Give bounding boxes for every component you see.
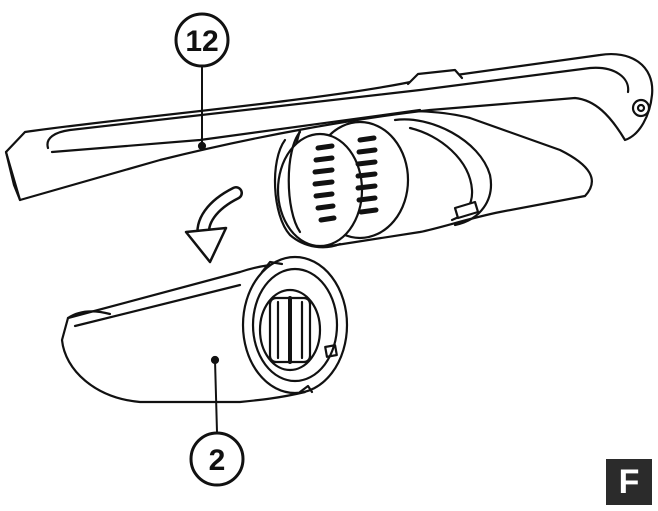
leader-lines: [201, 65, 218, 433]
vent-slots-left: [312, 143, 337, 223]
vent-slots-right: [355, 135, 379, 215]
leader-dot-bowl: [210, 355, 220, 365]
callout-circle-2: [189, 431, 245, 487]
handle: [4, 52, 654, 202]
callout-circle-12: [174, 12, 230, 68]
filter-insert: [258, 288, 322, 372]
leader-dot-handle: [197, 141, 207, 151]
callout-number-dust-bowl: 2: [209, 444, 226, 477]
motor-unit: [273, 109, 593, 249]
dust-bowl: [60, 255, 349, 404]
callout-number-handle: 12: [185, 25, 218, 58]
figure-letter-badge: F: [606, 459, 652, 505]
removal-arrow: [184, 186, 243, 264]
